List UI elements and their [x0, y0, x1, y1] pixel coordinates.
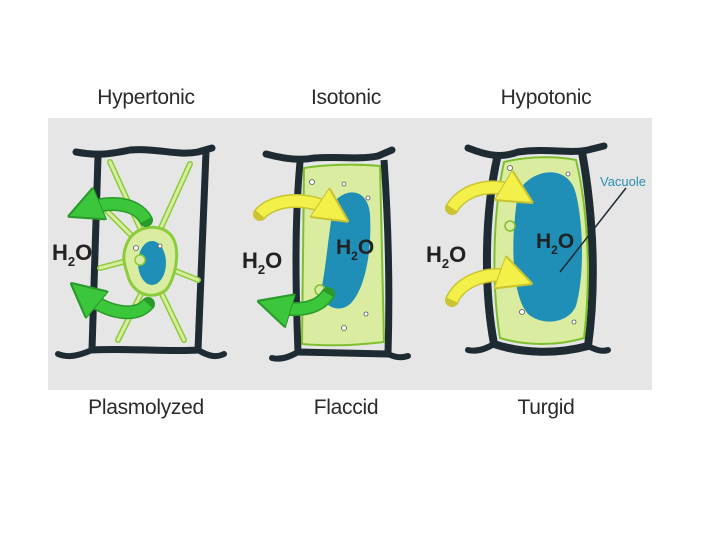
- cell-wall: [482, 151, 597, 356]
- water-in-arrow: [255, 201, 334, 214]
- turgid-cell: H2O H2O Vacuole: [426, 142, 646, 356]
- hypertonic-heading: Hypertonic: [97, 86, 195, 109]
- cell-wall: [88, 151, 210, 355]
- turgid-caption: Turgid: [517, 396, 575, 419]
- cell-wall-top: [464, 142, 608, 159]
- osmosis-diagram: H2O H2O H2O: [48, 118, 652, 390]
- water-in-arrow: [447, 187, 518, 212]
- water-in-arrow: [446, 275, 516, 303]
- hypotonic-heading: Hypotonic: [500, 86, 592, 109]
- isotonic-heading: Isotonic: [311, 86, 381, 109]
- water-out-arrow: [274, 290, 333, 309]
- water-label: H2O: [52, 240, 92, 269]
- water-out-arrow: [84, 294, 153, 312]
- water-label: H2O: [536, 230, 574, 257]
- water-out-arrow: [84, 204, 151, 224]
- flaccid-caption: Flaccid: [313, 396, 379, 419]
- water-label: H2O: [336, 236, 374, 263]
- vacuole-pointer: [559, 187, 627, 273]
- cell-wall-top: [72, 144, 216, 158]
- vacuole: [138, 241, 166, 285]
- vacuole-label: Vacuole: [600, 174, 646, 189]
- cell-wall-top: [262, 146, 396, 163]
- plasmolyzed-caption: Plasmolyzed: [88, 396, 204, 419]
- cell-wall: [292, 159, 393, 358]
- water-label: H2O: [426, 242, 466, 271]
- flaccid-cell: H2O H2O: [242, 146, 411, 362]
- plasmolyzed-cell: H2O: [52, 144, 227, 360]
- water-label: H2O: [242, 248, 282, 277]
